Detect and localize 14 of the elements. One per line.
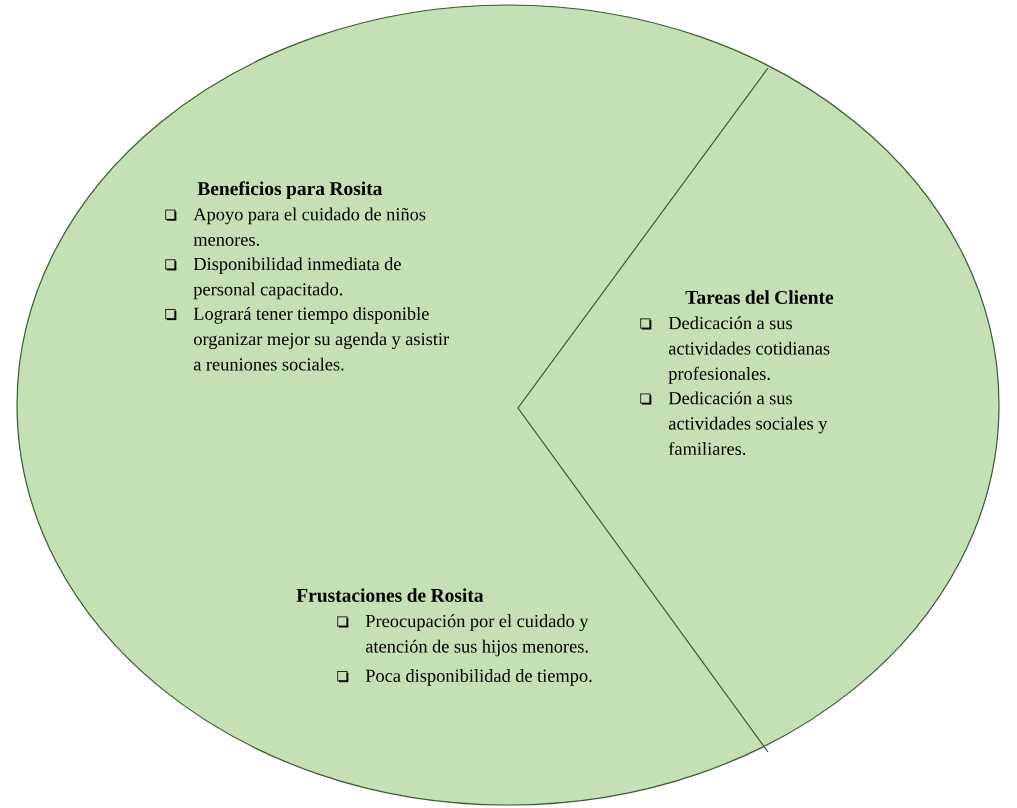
section-text (164, 181, 449, 371)
heading: Tareas del Cliente (685, 290, 834, 304)
section-text (296, 588, 592, 686)
list-item: Apoyo para el cuidado de niños menores. (193, 207, 426, 246)
heading: Beneficios para Rosita (197, 181, 383, 200)
ellipse-shape (16, 4, 1000, 806)
list-item: Dedicación a sus actividades cotidianas profesionales. (668, 316, 830, 384)
list-item: Dedicación a sus actividades sociales y familiares. (668, 391, 828, 456)
heading: Frustaciones de Rosita (296, 588, 484, 602)
list-item: Disponibilidad inmediata de personal capacitado. (193, 257, 401, 300)
list-item: Preocupación por el cuidado y atención de sus hijos menores. (365, 614, 589, 657)
section-text (639, 290, 834, 456)
list-item: Poca disponibilidad de tiempo. (365, 669, 592, 686)
list-item: Logrará tener tiempo disponible organizar mejor su agenda y asistir a reuniones sociales. (193, 306, 449, 371)
